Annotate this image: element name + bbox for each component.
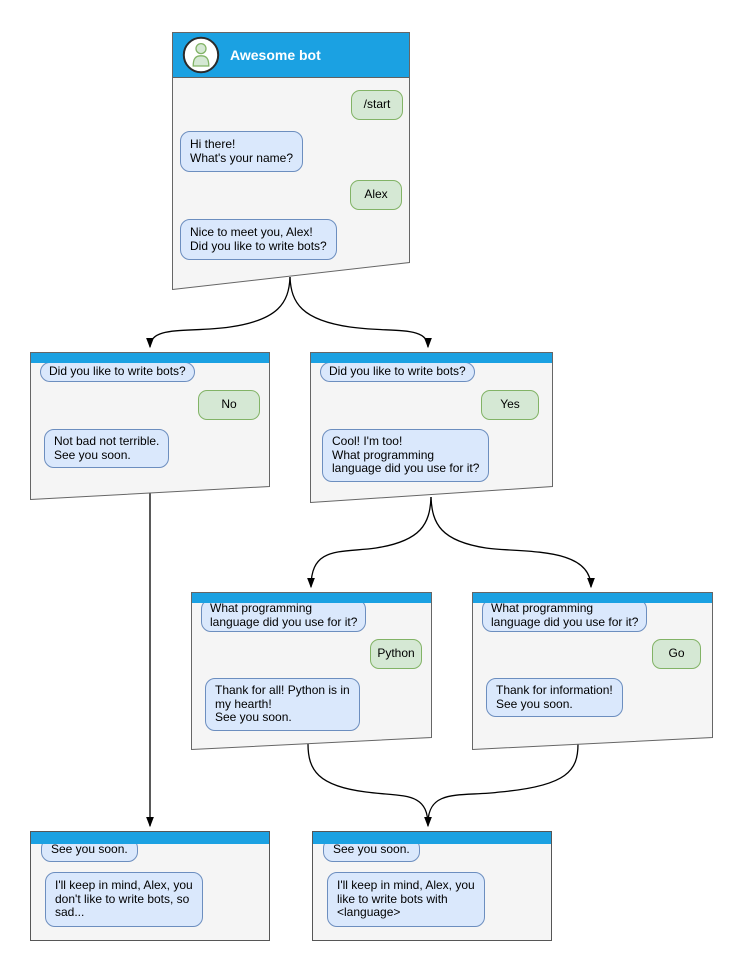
bot-message-bubble: I'll keep in mind, Alex, you like to wri… <box>327 872 485 927</box>
bot-message-bubble: Hi there! What's your name? <box>180 131 304 172</box>
connector-start-to-yes <box>289 276 432 349</box>
connector-start-to-no <box>146 276 291 349</box>
user-message-bubble: /start <box>351 90 403 120</box>
bot-message-bubble: Thank for all! Python is in my hearth! S… <box>205 678 360 731</box>
chat-window-branch-go: What programming language did you use fo… <box>472 592 713 750</box>
connector-yes-to-go <box>430 496 595 589</box>
bot-message-bubble: Did you like to write bots? <box>40 362 195 382</box>
user-message-bubble: Python <box>370 639 422 669</box>
window-titlebar <box>311 353 552 363</box>
window-titlebar <box>31 353 269 363</box>
chat-window-end-no: See you soon. I'll keep in mind, Alex, y… <box>30 831 270 941</box>
window-title: Awesome bot <box>230 47 321 63</box>
user-message-bubble: Alex <box>350 180 402 210</box>
bot-message-bubble: What programming language did you use fo… <box>201 599 367 632</box>
window-titlebar <box>313 832 551 844</box>
chat-window-branch-yes: Did you like to write bots? Yes Cool! I'… <box>310 352 553 503</box>
window-titlebar <box>192 593 431 603</box>
person-icon <box>182 36 220 74</box>
connector-go-to-end <box>427 743 579 823</box>
bot-message-bubble: Thank for information! See you soon. <box>486 678 623 717</box>
bot-message-bubble: Not bad not terrible. See you soon. <box>44 429 170 468</box>
bot-message-bubble: What programming language did you use fo… <box>482 599 648 632</box>
bot-message-bubble: Nice to meet you, Alex! Did you like to … <box>180 219 337 260</box>
user-message-bubble: No <box>198 390 260 420</box>
window-titlebar <box>473 593 712 603</box>
chat-window-start: Awesome bot /start Hi there! What's your… <box>172 32 410 290</box>
window-titlebar <box>31 832 269 844</box>
user-message-bubble: Yes <box>481 390 539 420</box>
chat-window-branch-no: Did you like to write bots? No Not bad n… <box>30 352 270 500</box>
connector-yes-to-python <box>307 496 432 589</box>
connector-python-to-end <box>307 743 432 828</box>
chat-window-branch-python: What programming language did you use fo… <box>191 592 432 750</box>
chat-window-end-language: See you soon. I'll keep in mind, Alex, y… <box>312 831 552 941</box>
bot-message-bubble: I'll keep in mind, Alex, you don't like … <box>45 872 203 927</box>
user-message-bubble: Go <box>652 639 701 669</box>
window-titlebar: Awesome bot <box>173 33 409 78</box>
bot-message-bubble: Cool! I'm too! What programming language… <box>322 429 490 482</box>
bot-message-bubble: Did you like to write bots? <box>320 362 475 382</box>
